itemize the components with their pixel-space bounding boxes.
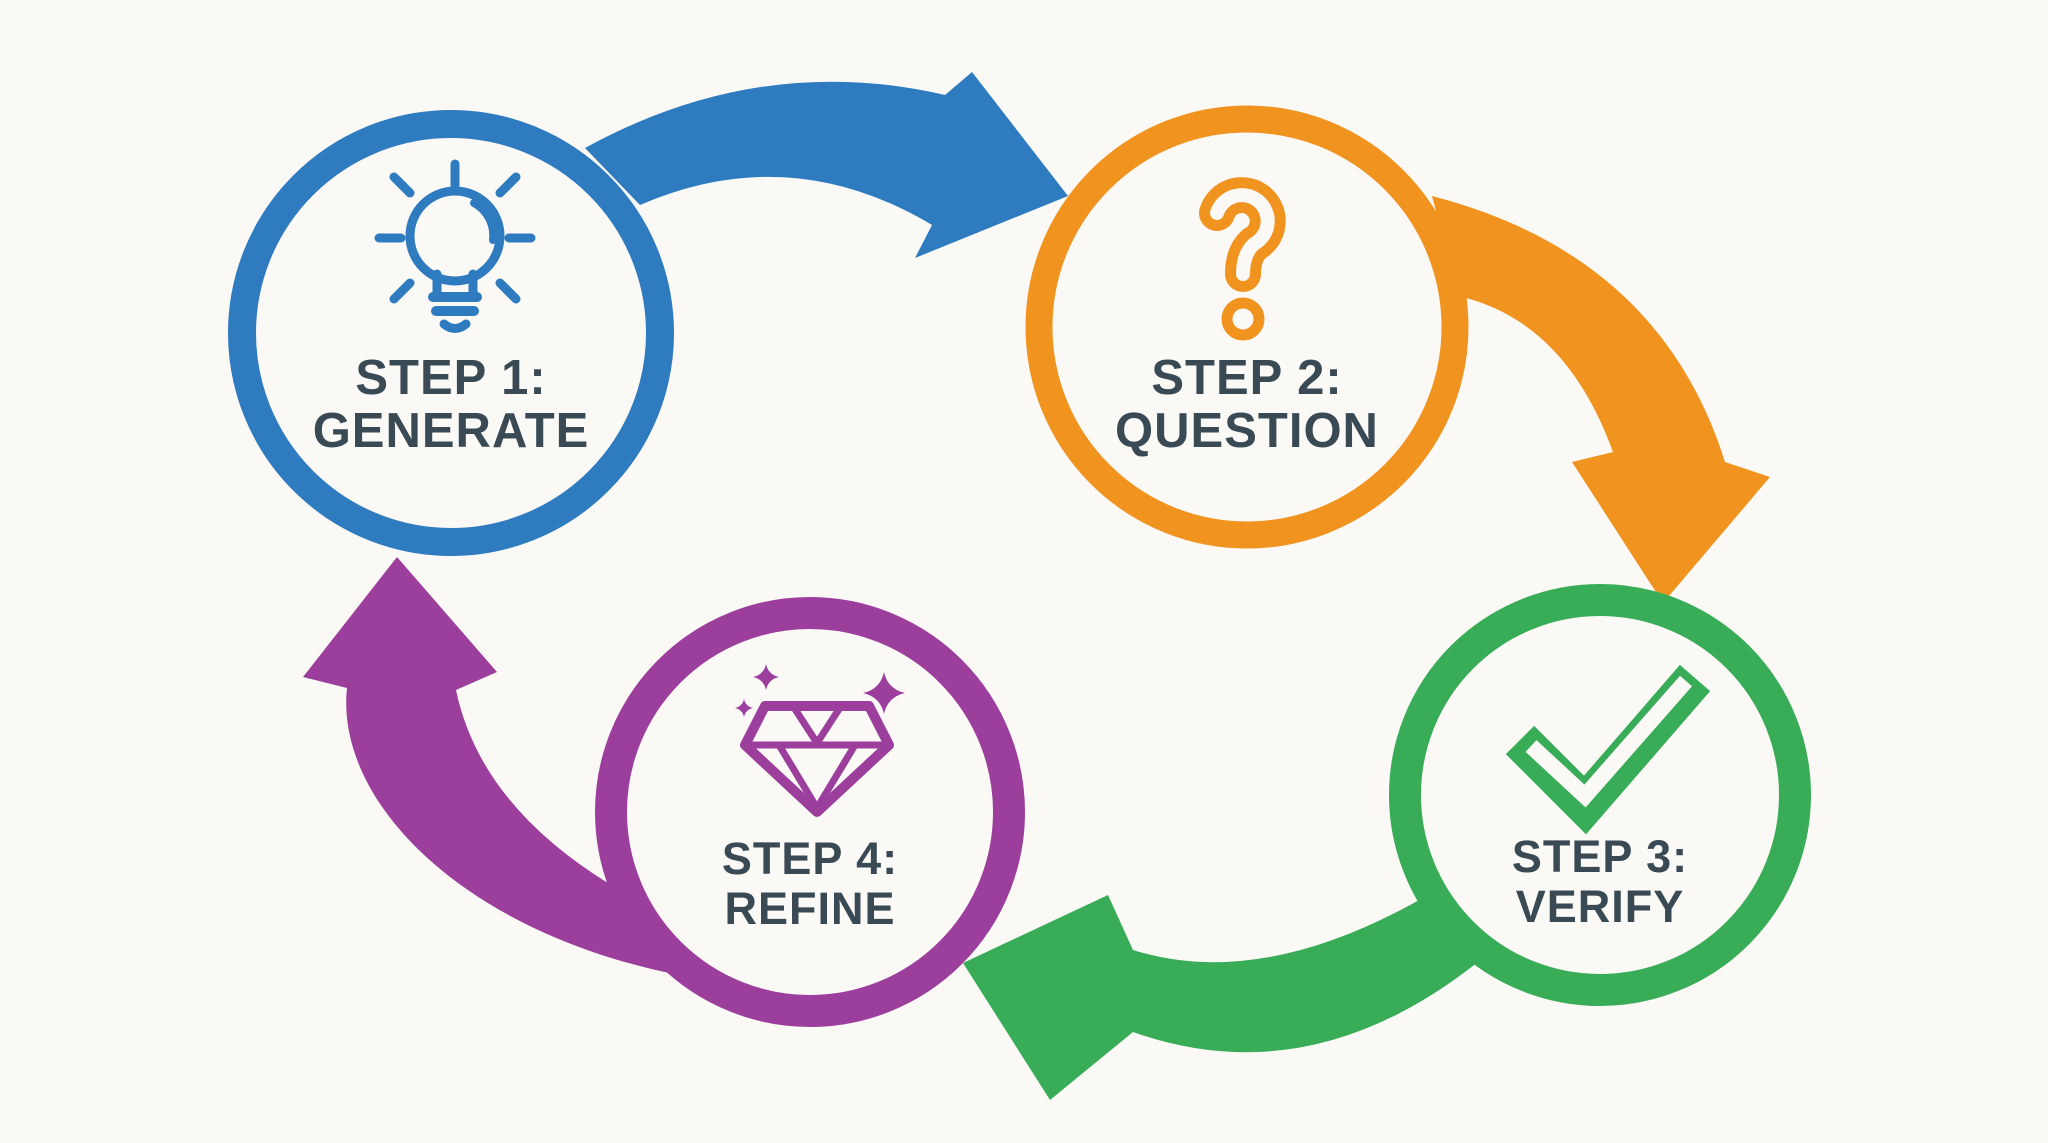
step-3-label: STEP 3: VERIFY	[1390, 832, 1810, 932]
step-2-title: STEP 2:	[1151, 351, 1343, 405]
checkmark-icon	[1505, 664, 1711, 835]
step-1-title: STEP 1:	[355, 351, 547, 405]
step-2-circle	[1025, 105, 1469, 549]
step-3-title: STEP 3:	[1511, 831, 1689, 882]
step-4-name: REFINE	[724, 883, 896, 934]
lightbulb-icon	[374, 159, 536, 333]
step-2-label: STEP 2: QUESTION	[1037, 352, 1457, 458]
question-mark-icon	[1199, 177, 1286, 341]
step-1-name: GENERATE	[312, 404, 590, 458]
arrow-step4-to-step1	[303, 557, 674, 974]
step-3-name: VERIFY	[1515, 881, 1685, 932]
arrow-step2-to-step3	[1432, 196, 1770, 603]
arrow-step3-to-step4	[963, 895, 1478, 1100]
sparkle-icons	[735, 664, 905, 717]
step-4-circle	[595, 597, 1025, 1027]
arrow-step1-to-step2	[585, 72, 1068, 258]
step-4-label: STEP 4: REFINE	[600, 834, 1020, 934]
step-1-circle	[228, 110, 674, 556]
diamond-icon	[735, 664, 905, 817]
step-1-label: STEP 1: GENERATE	[241, 352, 661, 458]
step-4-title: STEP 4:	[721, 833, 899, 884]
step-2-name: QUESTION	[1115, 404, 1379, 458]
step-3-circle	[1389, 584, 1811, 1006]
